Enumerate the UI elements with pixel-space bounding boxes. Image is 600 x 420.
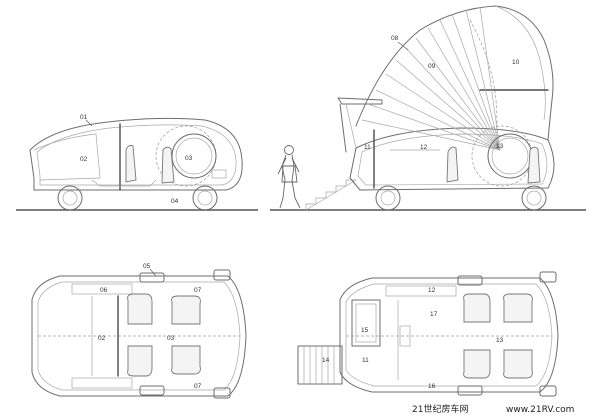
callout-01: 01 [80, 114, 88, 121]
callout-12: 12 [420, 144, 428, 151]
callout-05: 05 [143, 263, 151, 270]
callout-13: 13 [496, 143, 504, 150]
stairs-plan [297, 345, 343, 385]
front-wheel-hub [62, 190, 78, 206]
canopy-strut [339, 103, 347, 153]
person-figure [277, 145, 301, 209]
shell-inner [36, 124, 237, 186]
seat-r1 [463, 293, 491, 323]
callout-11: 11 [364, 144, 371, 151]
rear-dome-right [487, 133, 533, 179]
front-mirror-top [139, 272, 165, 283]
seat-right-b [527, 146, 541, 184]
front-wheel-hub-right [380, 190, 396, 206]
closed-side-view: 01 02 03 04 [16, 114, 258, 211]
front-wheel-right [375, 185, 401, 211]
seat-r3 [463, 349, 491, 379]
callout-02-plan: 02 [98, 335, 106, 342]
rear-wheel-hub-right [526, 190, 542, 206]
seat-2 [171, 295, 201, 325]
rear-wheel [192, 185, 218, 211]
rear-shell-inner [495, 5, 546, 121]
callout-16: 16 [428, 383, 436, 390]
canopy-strut-inner [345, 103, 357, 149]
rear-seat [161, 146, 175, 184]
callout-09: 09 [428, 63, 436, 70]
seat-r4 [503, 349, 533, 379]
table [399, 325, 411, 347]
seat-right-a [446, 146, 459, 183]
seat-4 [171, 345, 201, 375]
callout-07-bottom: 07 [194, 383, 202, 390]
stair-treads [303, 346, 335, 384]
callout-13-plan: 13 [496, 337, 504, 344]
watermark: 21世纪房车网 www.21RV.com [412, 403, 574, 415]
seat-r2 [503, 293, 533, 323]
tail-light [211, 169, 227, 179]
watermark-brand: 21世纪房车网 [412, 403, 468, 415]
mirror-top-right [457, 275, 483, 286]
entry-stairs [305, 179, 356, 210]
shell-outline [29, 117, 243, 191]
rear-dome [171, 133, 217, 179]
callout-17: 17 [430, 311, 438, 318]
stair-rail [305, 179, 357, 211]
leader-08 [397, 41, 409, 51]
callout-12-plan: 12 [428, 287, 436, 294]
leader-01 [85, 119, 93, 127]
rear-dome-inner [175, 137, 213, 175]
rear-wheel-hub [197, 190, 213, 206]
callout-03-plan: 03 [167, 335, 175, 342]
callout-14: 14 [322, 357, 330, 364]
canopy-top [337, 97, 383, 105]
nose-panel [33, 133, 101, 181]
rear-wheel-top [213, 269, 231, 281]
callout-10: 10 [512, 59, 520, 66]
wheel-bottom-right [539, 385, 557, 397]
fan-ribs [361, 6, 501, 151]
wc-cubicle [351, 299, 381, 347]
rear-wheel-bottom [213, 387, 231, 399]
seat-1 [127, 293, 153, 325]
callout-11-plan: 11 [362, 357, 369, 364]
plan-view-closed: 05 06 07 02 03 07 [31, 263, 247, 399]
lower-bar [71, 377, 133, 389]
lower-body-inner [357, 133, 548, 186]
wc-inner [355, 303, 377, 343]
callout-03: 03 [185, 155, 193, 162]
front-seat [125, 145, 137, 183]
counter-top [385, 285, 457, 297]
callout-15: 15 [361, 327, 369, 334]
fan-roof-outline [355, 5, 554, 141]
leader-05 [149, 268, 157, 277]
callout-04: 04 [171, 198, 179, 205]
lower-body [349, 127, 555, 191]
mirror-bottom-right [457, 385, 483, 396]
front-mirror-bottom [139, 385, 165, 396]
callout-02: 02 [80, 156, 88, 163]
expanded-side-view: 08 09 10 11 12 13 [270, 5, 586, 211]
rear-dome-inner-right [491, 137, 529, 175]
plan-outline-right [339, 277, 559, 393]
upper-bar [71, 283, 133, 295]
wheel-top-right [539, 271, 557, 283]
callout-08: 08 [391, 35, 399, 42]
plan-view-expanded: 12 17 15 13 14 11 16 [297, 271, 559, 397]
floor-step [91, 179, 157, 187]
plan-outline [31, 275, 247, 397]
callout-07-top: 07 [194, 287, 202, 294]
callout-06: 06 [100, 287, 108, 294]
watermark-url: www.21RV.com [506, 405, 574, 415]
front-wheel [57, 185, 83, 211]
rear-wheel-right [521, 185, 547, 211]
seat-3 [127, 345, 153, 377]
